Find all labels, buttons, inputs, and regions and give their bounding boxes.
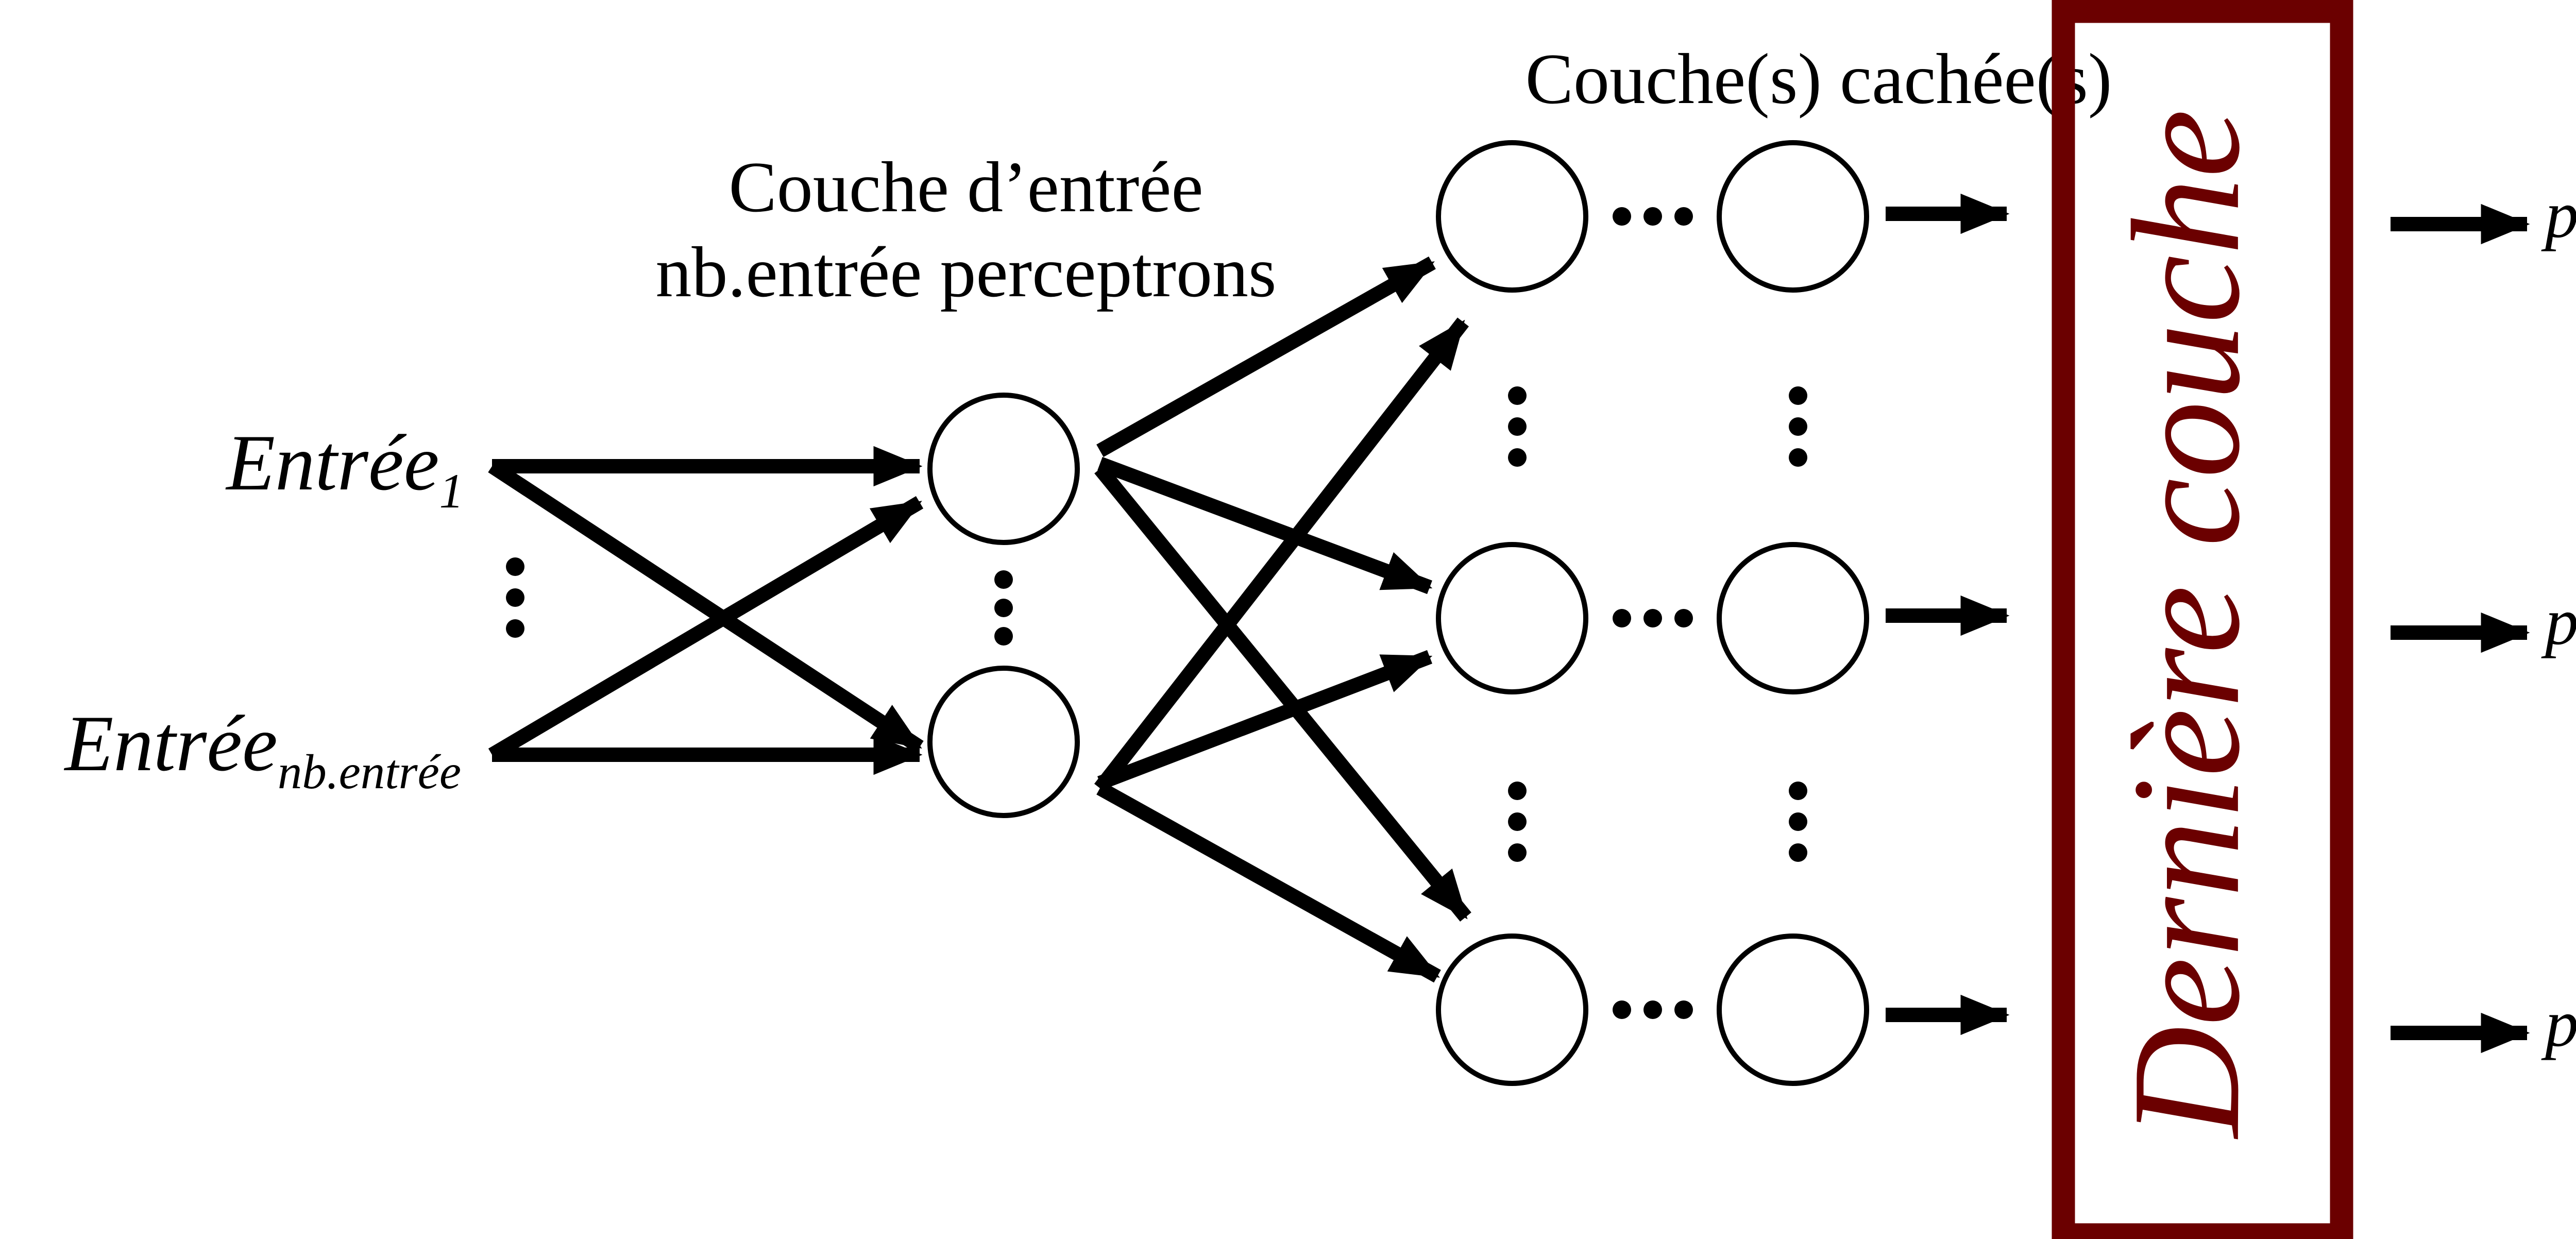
hidden-row-ellipsis-dot: [1613, 1000, 1631, 1019]
hidden-col-ellipsis-dot: [1789, 782, 1807, 800]
last-layer-label: Dernière couche: [2100, 109, 2272, 1140]
hidden-col-ellipsis-dot: [1789, 843, 1807, 862]
edge-b-to-h1: [1094, 317, 1469, 793]
input-layer-ellipsis-dot: [994, 599, 1013, 617]
hidden-layers-heading: Couche(s) cachée(s): [1526, 39, 2112, 119]
last-layer-box: [2052, 0, 2353, 1239]
input-last-base: Entrée: [64, 699, 278, 788]
edge-b-to-h2: [1097, 650, 1433, 790]
input-layer-ellipsis-dot: [994, 627, 1013, 646]
output-i-base: p: [2541, 585, 2576, 659]
output-label-i: pi: [2541, 585, 2576, 670]
input-ellipsis-dot: [506, 557, 524, 576]
output-label-n: pn: [2541, 987, 2576, 1072]
hidden-col-ellipsis-dot: [1508, 812, 1527, 831]
input-first-subscript: 1: [439, 464, 464, 518]
input-last-label: Entréenb.entrée: [64, 699, 461, 799]
input-last-subscript: nb.entrée: [278, 744, 461, 799]
edge-b-to-h3: [1096, 782, 1441, 983]
input-ellipsis-dot: [506, 588, 524, 607]
hidden-node: [1436, 140, 1588, 293]
hidden-col-ellipsis-dot: [1508, 448, 1527, 467]
hidden-col-ellipsis-dot: [1508, 417, 1527, 436]
output-n-base: p: [2541, 987, 2576, 1061]
edge-a-to-h2: [1097, 456, 1433, 595]
input-first-label: Entrée1: [225, 418, 464, 518]
hidden-col-ellipsis-dot: [1508, 386, 1527, 405]
hidden-node: [1717, 934, 1869, 1086]
output-label-1: p1: [2541, 178, 2576, 263]
input-first-base: Entrée: [225, 418, 439, 507]
hidden-row-ellipsis-dot: [1613, 609, 1631, 627]
hidden-row-ellipsis-dot: [1643, 1000, 1662, 1019]
hidden-row-ellipsis-dot: [1613, 207, 1631, 226]
hidden-col-ellipsis-dot: [1508, 782, 1527, 800]
hidden-col-ellipsis-dot: [1789, 417, 1807, 436]
hidden-node: [1717, 140, 1869, 293]
hidden-row-ellipsis-dot: [1643, 609, 1662, 627]
hidden-row-ellipsis-dot: [1674, 1000, 1693, 1019]
hidden-row-ellipsis-dot: [1643, 207, 1662, 226]
hidden-col-ellipsis-dot: [1789, 812, 1807, 831]
hidden-node: [1436, 934, 1588, 1086]
input-layer-node: [927, 393, 1080, 545]
hidden-col-ellipsis-dot: [1508, 843, 1527, 862]
input-layer-heading-line1: Couche d’entrée: [728, 147, 1203, 227]
hidden-row-ellipsis-dot: [1674, 609, 1693, 627]
output-1-base: p: [2541, 178, 2576, 252]
input-layer-ellipsis-dot: [994, 570, 1013, 589]
hidden-node: [1717, 542, 1869, 694]
hidden-node: [1436, 542, 1588, 694]
input-ellipsis-dot: [506, 619, 524, 638]
edge-a-to-h3: [1094, 464, 1471, 922]
hidden-col-ellipsis-dot: [1789, 386, 1807, 405]
input-layer-node: [927, 666, 1080, 818]
input-layer-heading-line2: nb.entrée perceptrons: [656, 232, 1277, 312]
hidden-col-ellipsis-dot: [1789, 448, 1807, 467]
edge-inputn-node-a: [488, 496, 924, 761]
edge-input1-node-b: [488, 460, 924, 753]
edge-a-to-h1: [1096, 256, 1436, 457]
hidden-row-ellipsis-dot: [1674, 207, 1693, 226]
